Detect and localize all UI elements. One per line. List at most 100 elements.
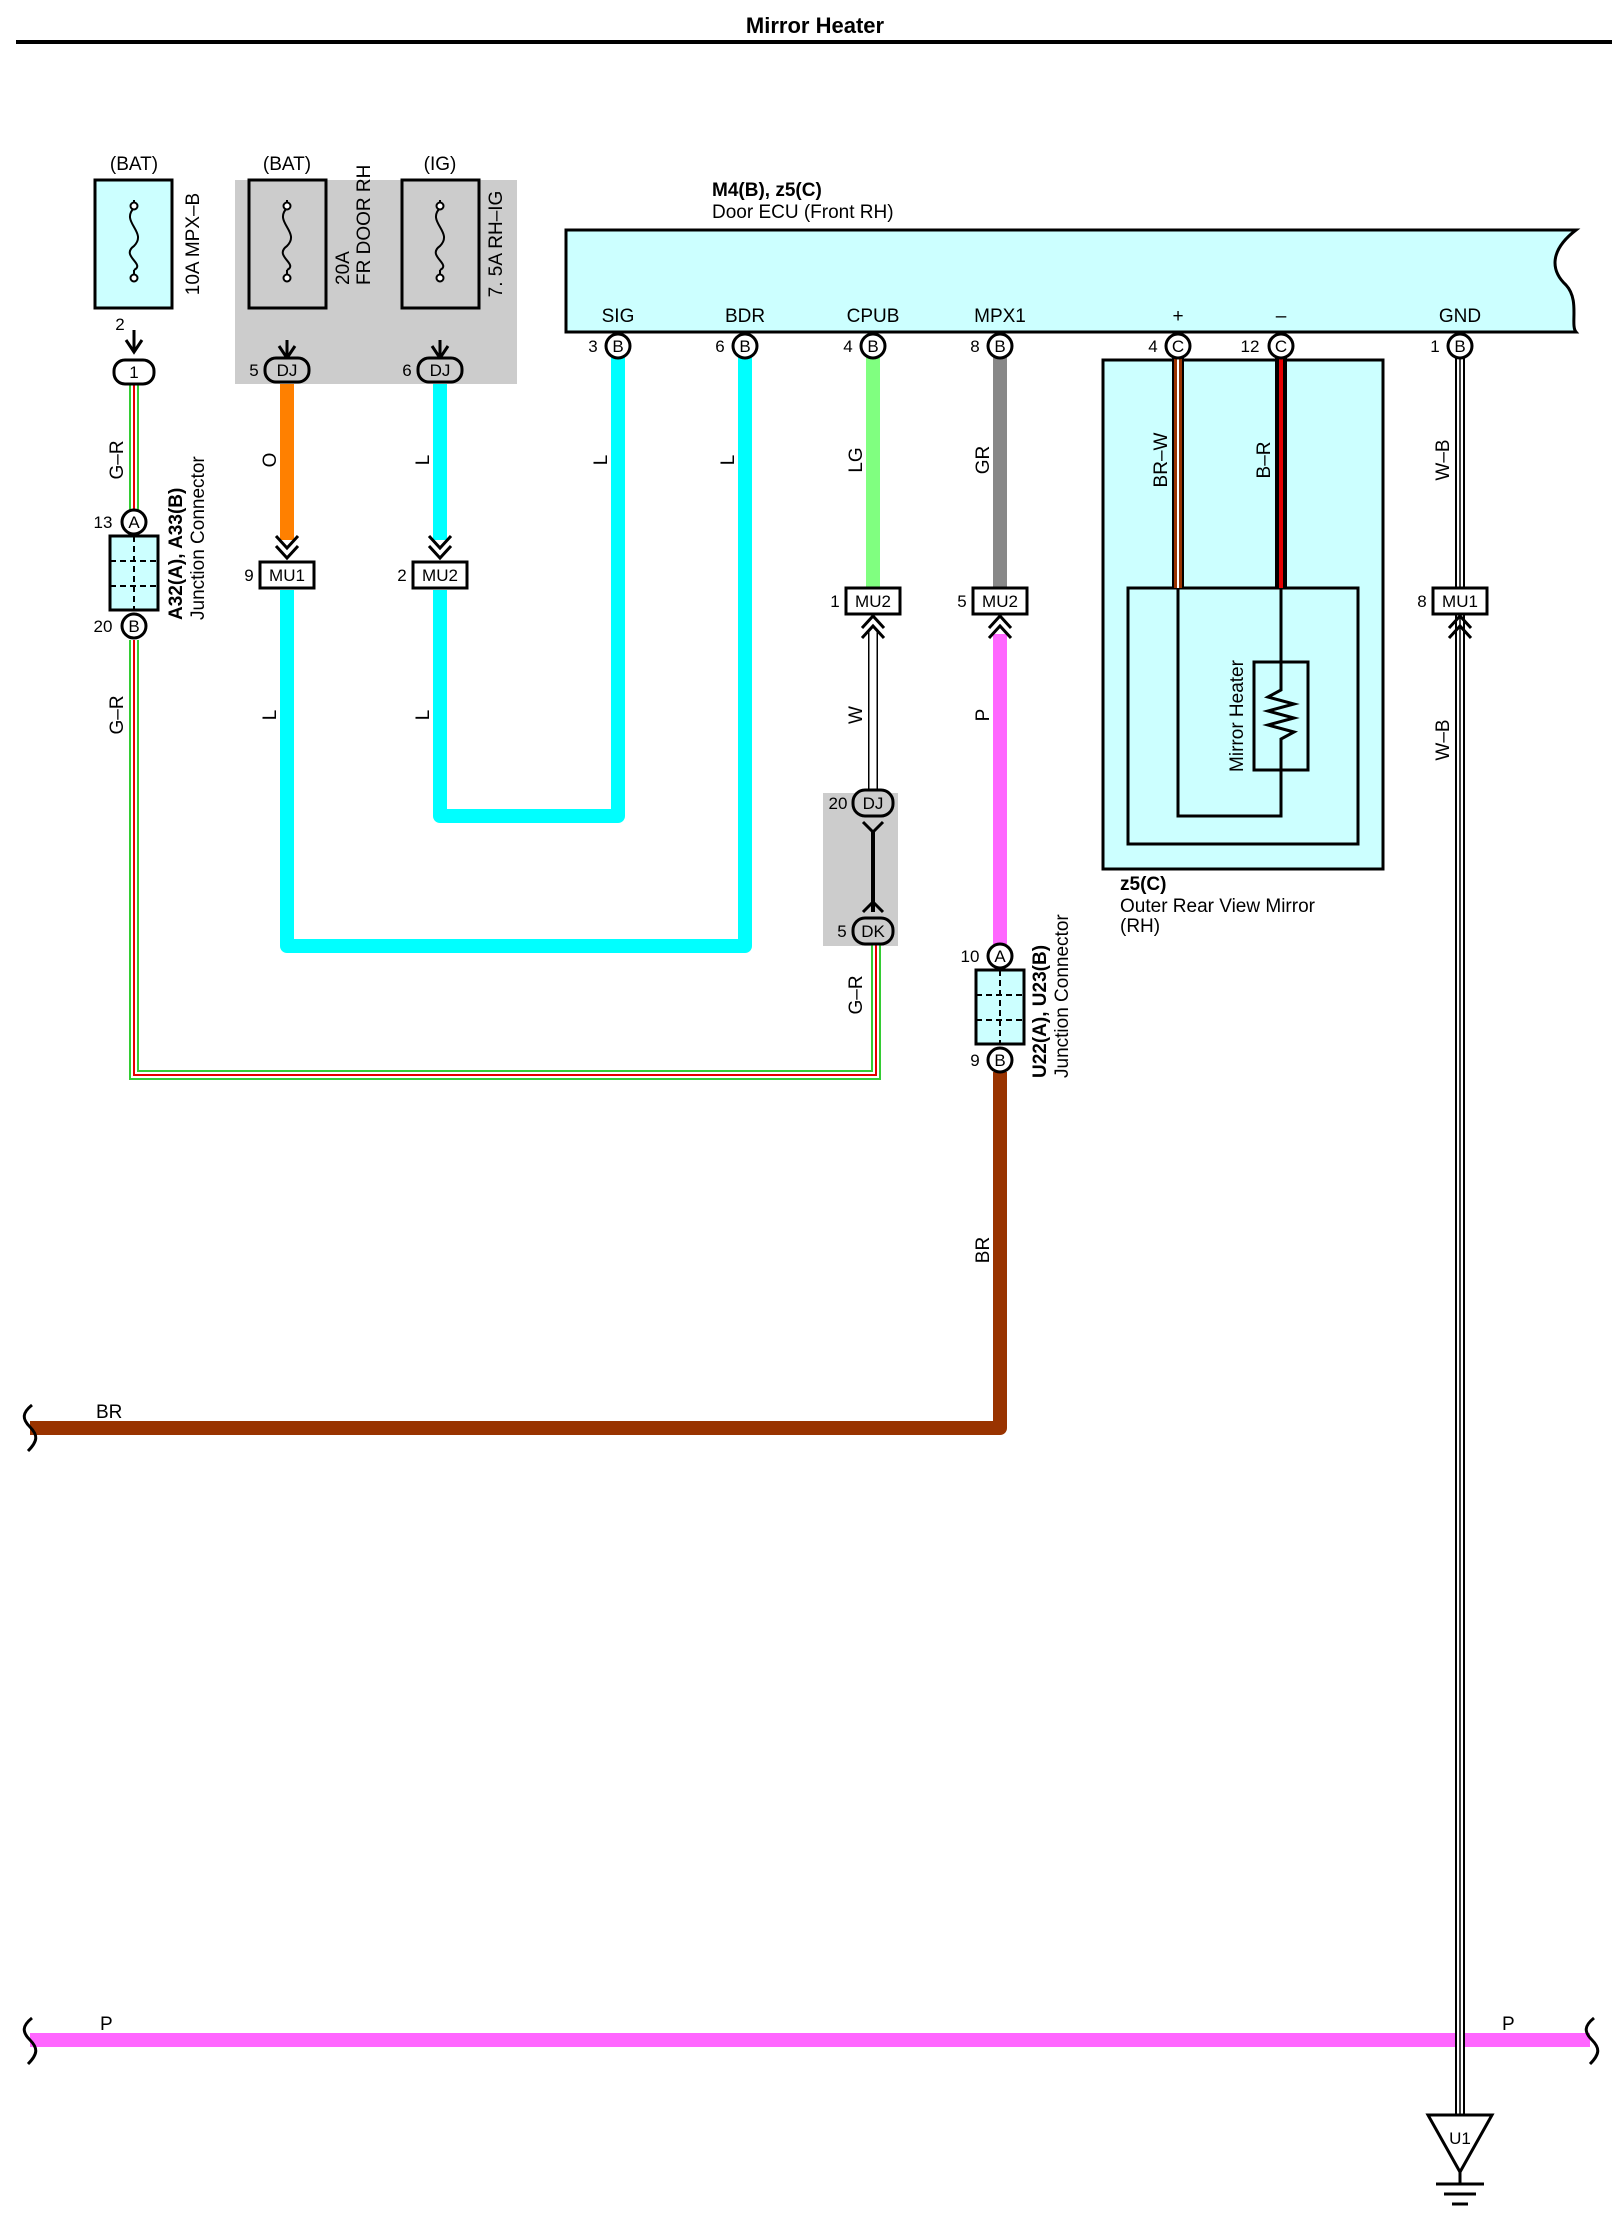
junction-u22-top-pin: 10 — [961, 947, 980, 966]
break-mark-p-right — [1584, 2016, 1600, 2066]
conn-mu2-1-pin: 1 — [830, 592, 839, 611]
conn-dj-6-label: DJ — [430, 361, 451, 380]
wire-label-sig: L — [591, 455, 612, 466]
conn-mu2-5 — [971, 586, 1029, 616]
ecu-term-mpx1: MPX1 — [974, 306, 1026, 327]
fuse2-rating-line1: 20A — [333, 251, 354, 285]
ecu-pin-bdr: 6 — [715, 337, 724, 356]
ecu-conn-plus: C — [1172, 337, 1184, 356]
wire-label-bdr: L — [718, 455, 739, 466]
junction-u22-top-term — [986, 942, 1014, 970]
ecu-conn-bdr: B — [739, 337, 750, 356]
conn-mu1-9-label: MU1 — [269, 566, 305, 585]
fuse2-term-top — [282, 201, 292, 211]
junction-a32-bot-conn: B — [128, 617, 139, 636]
ecu-conn-minus: C — [1275, 337, 1287, 356]
mirror-heater-label: Mirror Heater — [1227, 659, 1248, 772]
ecu-terminal-circles — [604, 332, 1474, 360]
ecu-conn-gnd: B — [1454, 337, 1465, 356]
wire-label-mu2-5: P — [973, 709, 994, 722]
wire-label-mu2-1: W — [846, 706, 867, 724]
conn-dk-5 — [851, 916, 895, 946]
fuse1-term-bot — [129, 273, 139, 283]
wire-label-mu2-2: L — [413, 710, 434, 721]
junction-a32-grid — [110, 536, 158, 610]
wire-label-minus: B–R — [1254, 442, 1275, 479]
wire-label-dk-below: G–R — [846, 975, 867, 1014]
conn-dj-20 — [851, 788, 895, 818]
wire-br — [30, 1072, 1007, 1435]
fuse3-source: (IG) — [424, 154, 457, 175]
junction-u22-bot-conn: B — [994, 1051, 1005, 1070]
fuse1-source: (BAT) — [110, 154, 158, 175]
ecu-pin-cpub: 4 — [843, 337, 852, 356]
wire-label-cpub: LG — [846, 447, 867, 472]
conn-1-label: 1 — [129, 363, 138, 382]
ecu-term-sig: SIG — [602, 306, 635, 327]
dj-arrow-icon — [861, 820, 885, 914]
mirror-name-line2: (RH) — [1120, 916, 1160, 937]
mirror-id: z5(C) — [1120, 874, 1166, 895]
fuse1-rating: 10A MPX–B — [183, 193, 204, 295]
wire-label-fuse2: O — [260, 453, 281, 468]
fuse3-term-top — [435, 201, 445, 211]
ecu-term-minus: – — [1276, 306, 1287, 327]
wire-label-fuse1: G–R — [107, 440, 128, 479]
conn-mu2-5-label: MU2 — [982, 592, 1018, 611]
conn-mu2-2-label: MU2 — [422, 566, 458, 585]
conn-mu2-2 — [411, 560, 469, 590]
break-mark-p-left — [22, 2016, 38, 2066]
ecu-term-cpub: CPUB — [847, 306, 900, 327]
junction-a32-name: Junction Connector — [188, 456, 209, 620]
mirror-internal-wiring — [1176, 588, 1283, 818]
wire-label-u23-below: BR — [973, 1237, 994, 1263]
junction-u22-name: Junction Connector — [1052, 914, 1073, 1078]
fuse2-rating-line2: FR DOOR RH — [354, 165, 375, 285]
bus-label-p-right: P — [1502, 2014, 1515, 2035]
wire-label-plus: BR–W — [1151, 432, 1172, 487]
mirror-name-line1: Outer Rear View Mirror — [1120, 896, 1316, 917]
wire-label-mu1-8: W–B — [1433, 719, 1454, 760]
bus-label-p-left: P — [100, 2014, 113, 2035]
wire-gr-a32-to-dk — [129, 640, 881, 1080]
ground-symbol-icon — [1436, 2172, 1484, 2206]
fuse1-out-pin: 2 — [115, 315, 124, 334]
wire-label-gnd: W–B — [1433, 439, 1454, 480]
conn-dj-5-pin: 5 — [249, 361, 258, 380]
wire-label-a32-below: G–R — [107, 695, 128, 734]
fuse2-source: (BAT) — [263, 154, 311, 175]
ground-triangle-icon — [1425, 2113, 1495, 2176]
fuse1-box — [93, 178, 174, 310]
conn-dj-6-pin: 6 — [402, 361, 411, 380]
mu-chevrons — [274, 534, 1473, 640]
ecu-pin-gnd: 1 — [1430, 337, 1439, 356]
conn-dk-5-label: DK — [861, 922, 885, 941]
junction-a32-id: A32(A), A33(B) — [166, 488, 187, 620]
fuse2-term-bot — [282, 273, 292, 283]
conn-mu1-8-label: MU1 — [1442, 592, 1478, 611]
heater-resistor-icon — [1262, 662, 1300, 770]
conn-dj-5-label: DJ — [277, 361, 298, 380]
conn-mu2-1-label: MU2 — [855, 592, 891, 611]
fuse3-term-bot — [435, 273, 445, 283]
ecu-conn-sig: B — [612, 337, 623, 356]
conn-mu2-5-pin: 5 — [957, 592, 966, 611]
ecu-pin-minus: 12 — [1241, 337, 1260, 356]
ecu-pin-plus: 4 — [1148, 337, 1157, 356]
ecu-term-bdr: BDR — [725, 306, 765, 327]
conn-dj-20-label: DJ — [863, 794, 884, 813]
conn-dk-5-pin: 5 — [837, 922, 846, 941]
conn-mu2-2-pin: 2 — [397, 566, 406, 585]
junction-a32-bot-term — [120, 612, 148, 640]
conn-dj-5 — [263, 356, 311, 384]
fuse1-term-top — [129, 201, 139, 211]
wire-label-mpx1: GR — [973, 446, 994, 475]
ecu-term-plus: + — [1172, 306, 1183, 327]
junction-a32-top-term — [120, 508, 148, 536]
junction-u22-top-conn: A — [994, 947, 1006, 966]
junction-a32-top-pin: 13 — [94, 513, 113, 532]
mirror-inner-box — [1126, 586, 1360, 846]
junction-a32-bot-pin: 20 — [94, 617, 113, 636]
ecu-conn-cpub: B — [867, 337, 878, 356]
ecu-box — [564, 228, 1581, 334]
